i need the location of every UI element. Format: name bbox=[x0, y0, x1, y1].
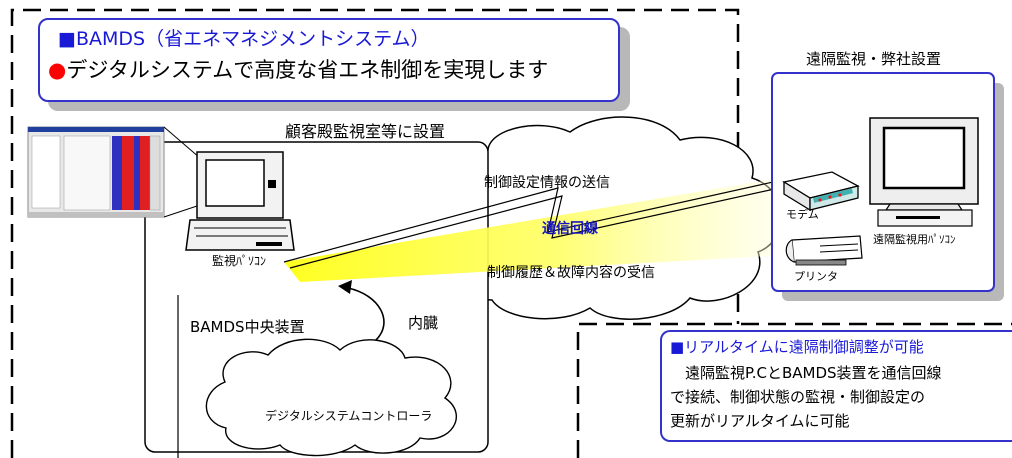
title-heading: ■BAMDS（省エネマネジメントシステム） bbox=[58, 28, 430, 50]
controller-cloud bbox=[205, 338, 457, 457]
modem-label: モデム bbox=[786, 208, 819, 221]
monitor-pc-icon bbox=[185, 151, 295, 251]
remote-site-label: 遠隔監視・弊社設置 bbox=[806, 50, 942, 68]
comm-line-zigzag-2 bbox=[289, 185, 789, 269]
communication-beam bbox=[284, 178, 788, 282]
send-label: 制御設定情報の送信 bbox=[484, 175, 610, 191]
title-subheading-text: デジタルシステムで高度な省エネ制御を実現します bbox=[66, 58, 549, 82]
title-subheading: ●デジタルシステムで高度な省エネ制御を実現します bbox=[48, 54, 548, 84]
realtime-line-1: 遠隔監視P.CとBAMDS装置を通信回線 bbox=[670, 364, 942, 382]
controller-label: デジタルシステムコントローラ bbox=[265, 409, 433, 423]
software-screenshot bbox=[27, 126, 165, 218]
built-in-arrowhead bbox=[338, 280, 352, 294]
realtime-note-box: ■リアルタイムに遠隔制御調整が可能 遠隔監視P.CとBAMDS装置を通信回線 で… bbox=[660, 330, 1012, 442]
printer-icon bbox=[785, 235, 863, 266]
zoom-line-top bbox=[163, 126, 201, 159]
printer-label: プリンタ bbox=[794, 270, 838, 283]
remote-pc-label: 遠隔監視用ﾊﾟｿｺﾝ bbox=[873, 233, 956, 246]
realtime-area-boundary bbox=[576, 322, 1012, 458]
realtime-title: ■リアルタイムに遠隔制御調整が可能 bbox=[670, 338, 924, 356]
realtime-line-2: で接続、制御状態の監視・制御設定の bbox=[670, 388, 926, 406]
comm-line-zigzag bbox=[283, 179, 783, 263]
zoom-line-bottom bbox=[163, 204, 201, 218]
realtime-line-3: 更新がリアルタイムに可能 bbox=[670, 412, 850, 430]
built-in-arrow bbox=[347, 287, 385, 341]
remote-pc-icon bbox=[869, 117, 979, 227]
title-box: ■BAMDS（省エネマネジメントシステム） ●デジタルシステムで高度な省エネ制御… bbox=[38, 18, 620, 102]
built-in-label: 内臓 bbox=[408, 314, 439, 332]
red-bullet: ● bbox=[48, 58, 67, 82]
comm-line-label: 通信回線 bbox=[542, 221, 598, 237]
customer-site-label: 顧客殿監視室等に設置 bbox=[285, 122, 446, 141]
central-unit-label: BAMDS中央装置 bbox=[190, 318, 305, 336]
modem-icon bbox=[782, 171, 860, 212]
monitor-pc-label: 監視ﾊﾟｿｺﾝ bbox=[212, 254, 267, 268]
receive-label: 制御履歴＆故障内容の受信 bbox=[487, 265, 655, 281]
